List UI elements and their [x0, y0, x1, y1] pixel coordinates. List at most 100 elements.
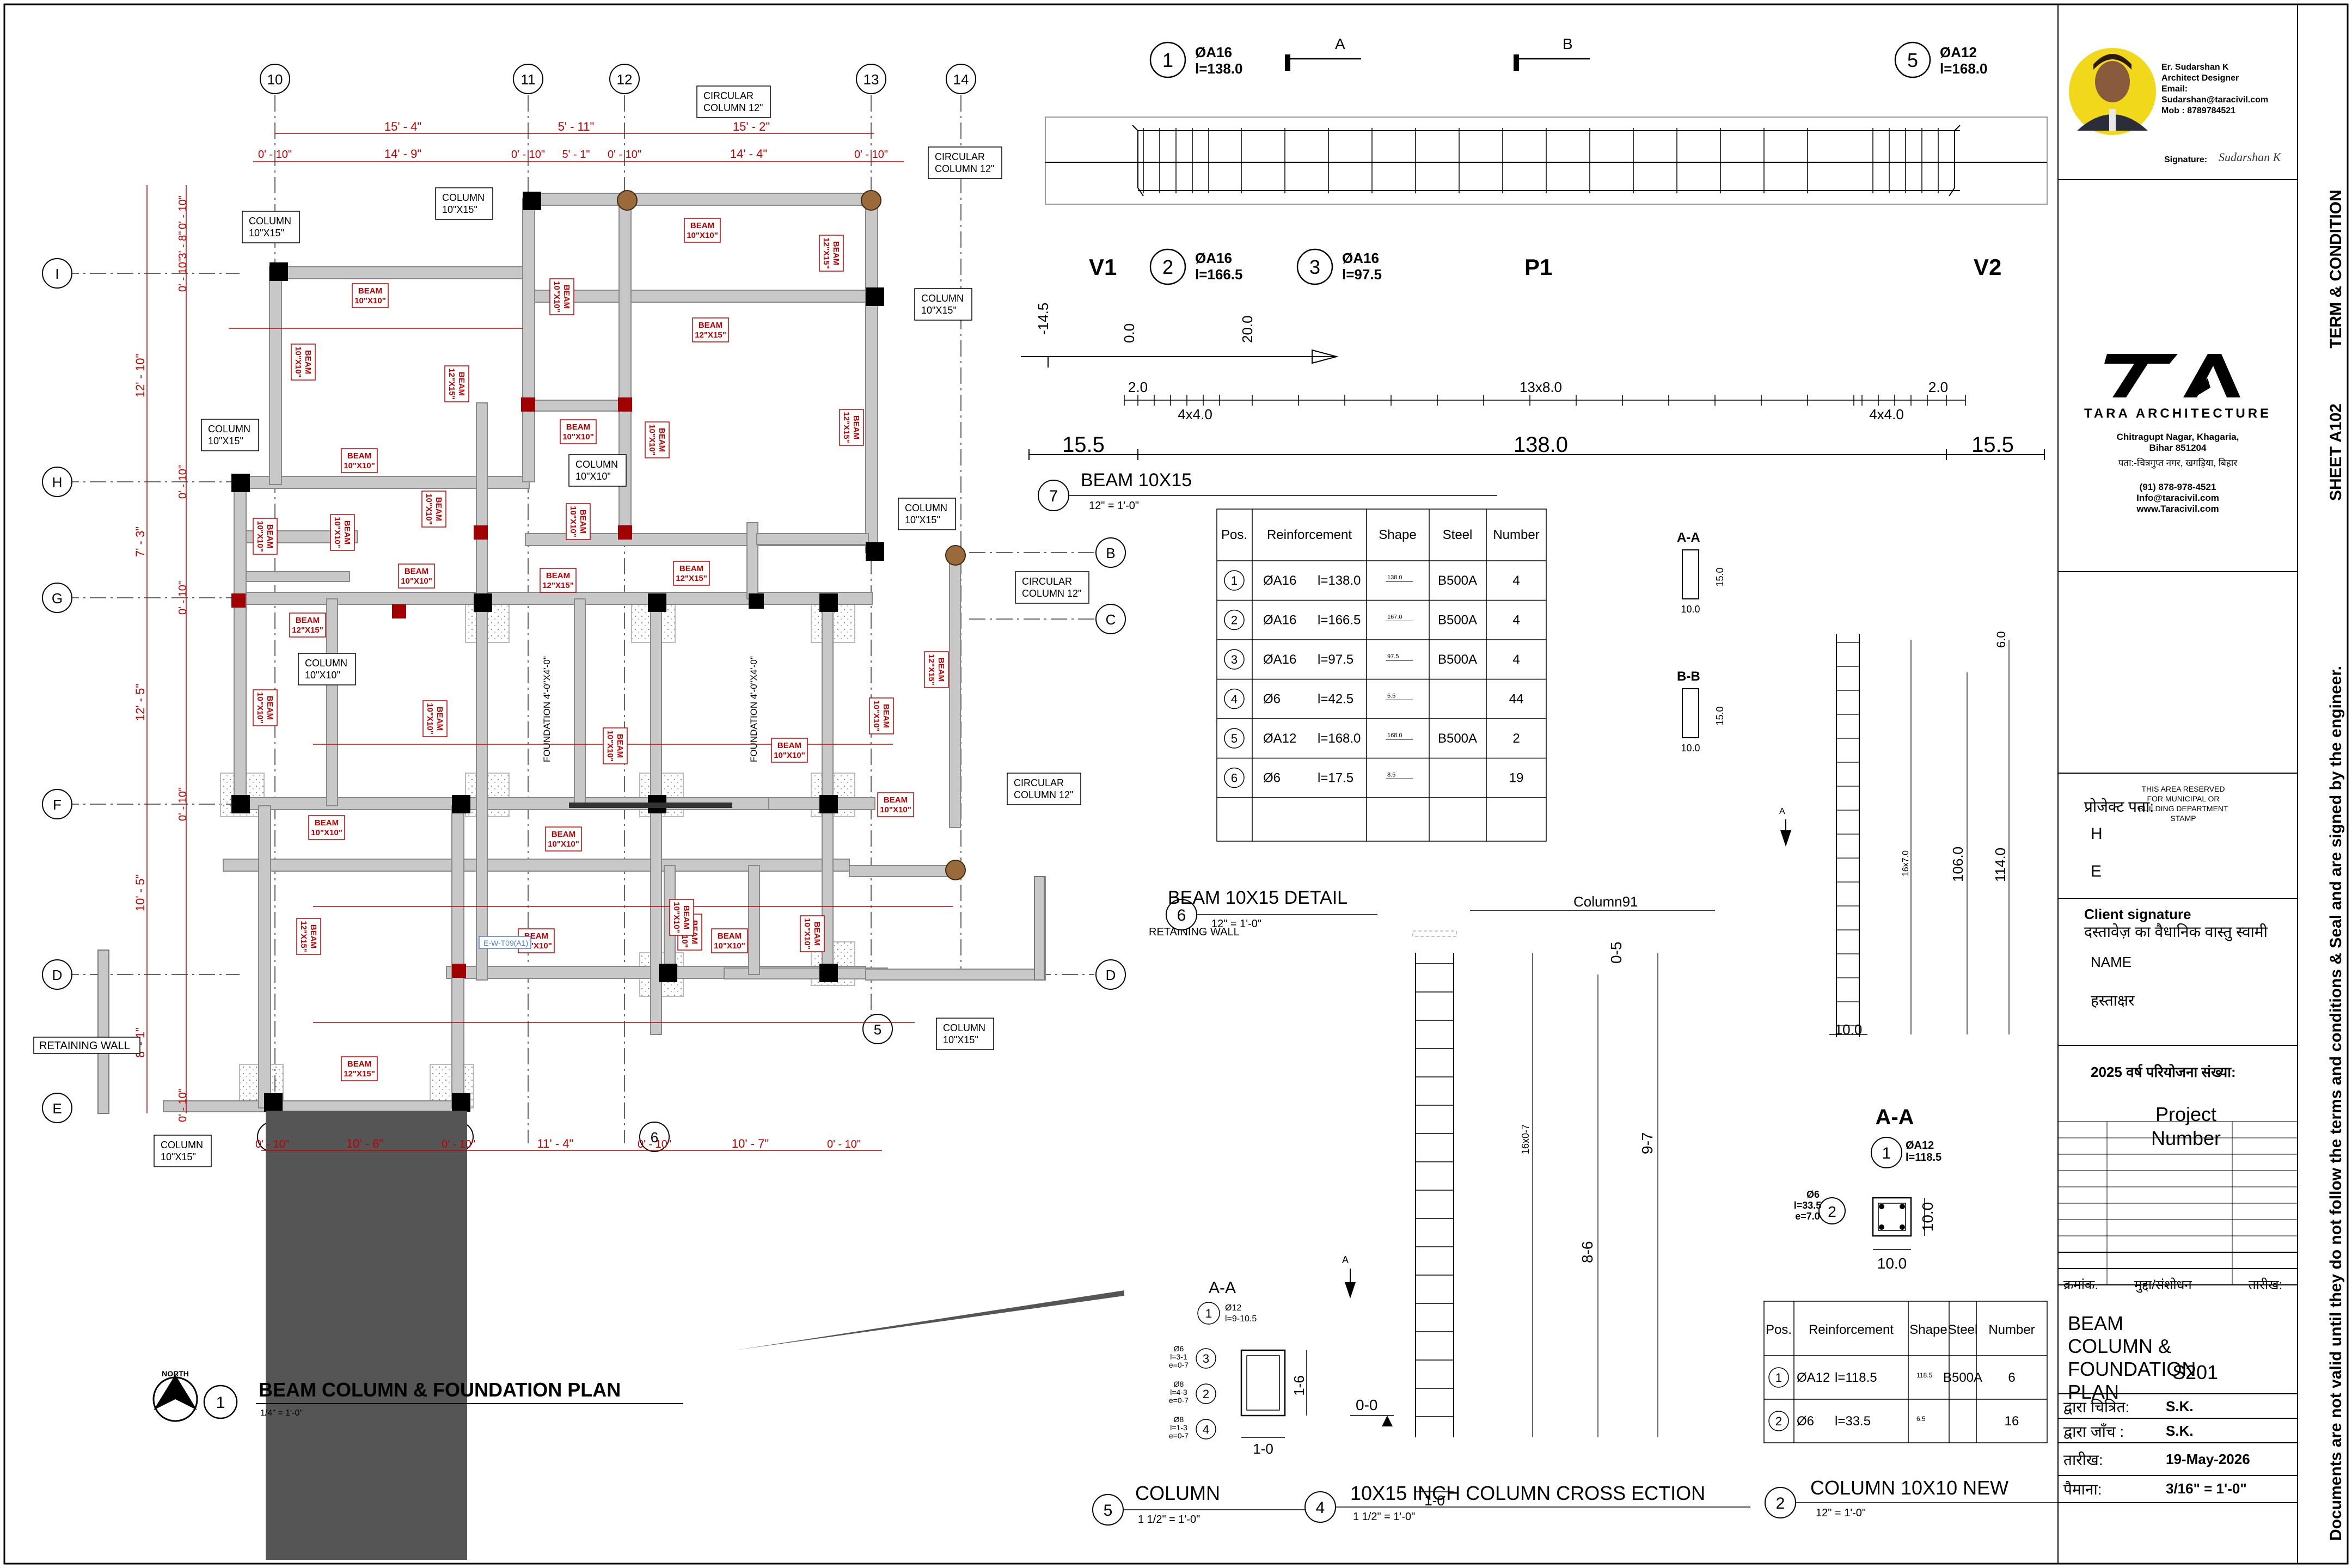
svg-text:106.0: 106.0: [1950, 847, 1966, 882]
svg-text:Reinforcement: Reinforcement: [1267, 528, 1352, 542]
svg-text:NORTH: NORTH: [162, 1369, 189, 1378]
svg-text:H: H: [52, 474, 63, 491]
svg-text:6.0: 6.0: [1994, 631, 2008, 648]
address-line-1: Chitragupt Nagar, Khagaria,: [2117, 432, 2239, 442]
svg-text:ØA12: ØA12: [1263, 731, 1296, 746]
svg-text:10"X15": 10"X15": [905, 514, 940, 525]
svg-text:ØA12: ØA12: [1797, 1370, 1830, 1385]
beam-tag-size: 10"X10": [354, 296, 386, 305]
grid-left-G: G: [42, 583, 72, 613]
project-number-value: Project Number: [2151, 1103, 2221, 1149]
schedule-view-number: 6: [1177, 906, 1186, 924]
beam-tag-label: BEAM: [435, 707, 444, 731]
svg-text:B: B: [1106, 545, 1115, 561]
svg-text:10"X15": 10"X15": [921, 305, 957, 316]
svg-text:12' - 10": 12' - 10": [133, 354, 147, 398]
svg-text:10' - 6": 10' - 6": [346, 1137, 383, 1150]
beam-tag-label: BEAM: [699, 321, 722, 330]
svg-text:l=17.5: l=17.5: [1318, 771, 1353, 786]
beam-tag-size: 10"X10": [714, 941, 745, 951]
beam-tag-size: 10"X10": [774, 751, 805, 760]
svg-text:0' - 10": 0' - 10": [177, 787, 189, 821]
plinth-block: [266, 1111, 467, 1560]
grid-top-14: 14: [946, 64, 976, 94]
beam-elevation-scale: 12" = 1'-0": [1089, 500, 1139, 512]
svg-text:l=138.0: l=138.0: [1318, 573, 1361, 588]
column-section: A-A 1 Ø12 l=9-10.5 3 2 4 Ø6 l=3-1 e=0-7 …: [1092, 1279, 1312, 1526]
svg-text:10"X15": 10"X15": [161, 1152, 196, 1162]
svg-text:l=168.0: l=168.0: [1318, 731, 1361, 746]
beam-tag-size: 10"X10": [605, 730, 615, 762]
plan-scale: 1/4" = 1'-0": [260, 1408, 303, 1418]
svg-text:l=1-3: l=1-3: [1170, 1423, 1187, 1432]
column-10x10: 10.0 16x7.0 106.0 114.0 6.0 A A-A 1 ØA12…: [1763, 631, 2074, 1519]
column-scale: 1 1/2" = 1'-0": [1138, 1514, 1200, 1526]
beam-detail-title: BEAM 10X15 DETAIL: [1168, 887, 1347, 908]
svg-text:15' - 4": 15' - 4": [384, 120, 421, 133]
svg-text:0' - 10": 0' - 10": [854, 149, 888, 161]
svg-text:1-0: 1-0: [1253, 1441, 1273, 1457]
svg-text:Ø6: Ø6: [1806, 1189, 1820, 1200]
svg-text:4: 4: [1512, 573, 1520, 588]
beam-tag-size: 10"X10": [880, 805, 911, 814]
column-elev-scale: 1 1/2" = 1'-0": [1353, 1511, 1415, 1523]
svg-text:l=9-10.5: l=9-10.5: [1225, 1314, 1257, 1324]
svg-text:4: 4: [1231, 693, 1238, 706]
column-10x10-stirrups: [1836, 642, 1859, 1026]
svg-text:15.0: 15.0: [1714, 706, 1725, 725]
firm-logo: [2104, 354, 2240, 397]
svg-text:5.5: 5.5: [1387, 693, 1395, 700]
svg-text:Ø6: Ø6: [1263, 771, 1281, 786]
svg-text:Ø6: Ø6: [1797, 1414, 1814, 1429]
svg-text:3: 3: [1309, 256, 1320, 278]
signature: Sudarshan K: [2219, 150, 2282, 164]
svg-text:ØA16: ØA16: [1263, 613, 1296, 628]
rev-col-serial: क्रमांक.: [2063, 1278, 2099, 1293]
beam-tag-label: BEAM: [657, 428, 666, 452]
svg-text:2: 2: [1512, 731, 1520, 746]
beam-tag-size: 10"X10": [872, 700, 881, 732]
beam-tag-size: 12"X15": [292, 626, 323, 635]
svg-text:COLUMN: COLUMN: [208, 424, 250, 434]
svg-text:10: 10: [267, 71, 283, 88]
svg-text:A-A: A-A: [1209, 1279, 1236, 1297]
beam-tag-label: BEAM: [552, 830, 575, 839]
foundation-label-2: FOUNDATION 4'-0"X4'-0": [749, 656, 759, 762]
svg-text:138.0: 138.0: [1387, 574, 1402, 581]
svg-text:13: 13: [863, 71, 879, 88]
foundation-label-1: FOUNDATION 4'-0"X4'-0": [542, 656, 552, 762]
beam-tag-size: 12"X15": [344, 1069, 375, 1079]
beam-elevation-title: BEAM 10X15: [1081, 470, 1192, 491]
beam-tag-size: 12"X15": [822, 237, 831, 269]
svg-text:Number: Number: [1493, 528, 1539, 542]
svg-text:Reinforcement: Reinforcement: [1809, 1322, 1894, 1337]
svg-text:0' - 10": 0' - 10": [511, 149, 545, 161]
svg-text:Shape: Shape: [1379, 528, 1416, 542]
svg-text:l=166.5: l=166.5: [1195, 266, 1242, 283]
beam-tag-label: BEAM: [358, 286, 382, 296]
plinth-wedge: [735, 1290, 1124, 1350]
svg-text:l=118.5: l=118.5: [1906, 1152, 1941, 1163]
svg-text:4: 4: [1512, 652, 1520, 667]
svg-text:COLUMN: COLUMN: [905, 503, 947, 513]
retaining-wall-label: RETAINING WALL: [1149, 926, 1240, 938]
beam-tag-label: BEAM: [347, 451, 371, 461]
email-label: Email:: [2161, 84, 2188, 94]
scale-value: 3/16" = 1'-0": [2166, 1480, 2247, 1497]
svg-text:D: D: [52, 967, 63, 983]
bar-marker-3: 3 ØA16 l=97.5: [1296, 248, 1382, 285]
beam-tag-size: 12"X15": [695, 330, 726, 340]
